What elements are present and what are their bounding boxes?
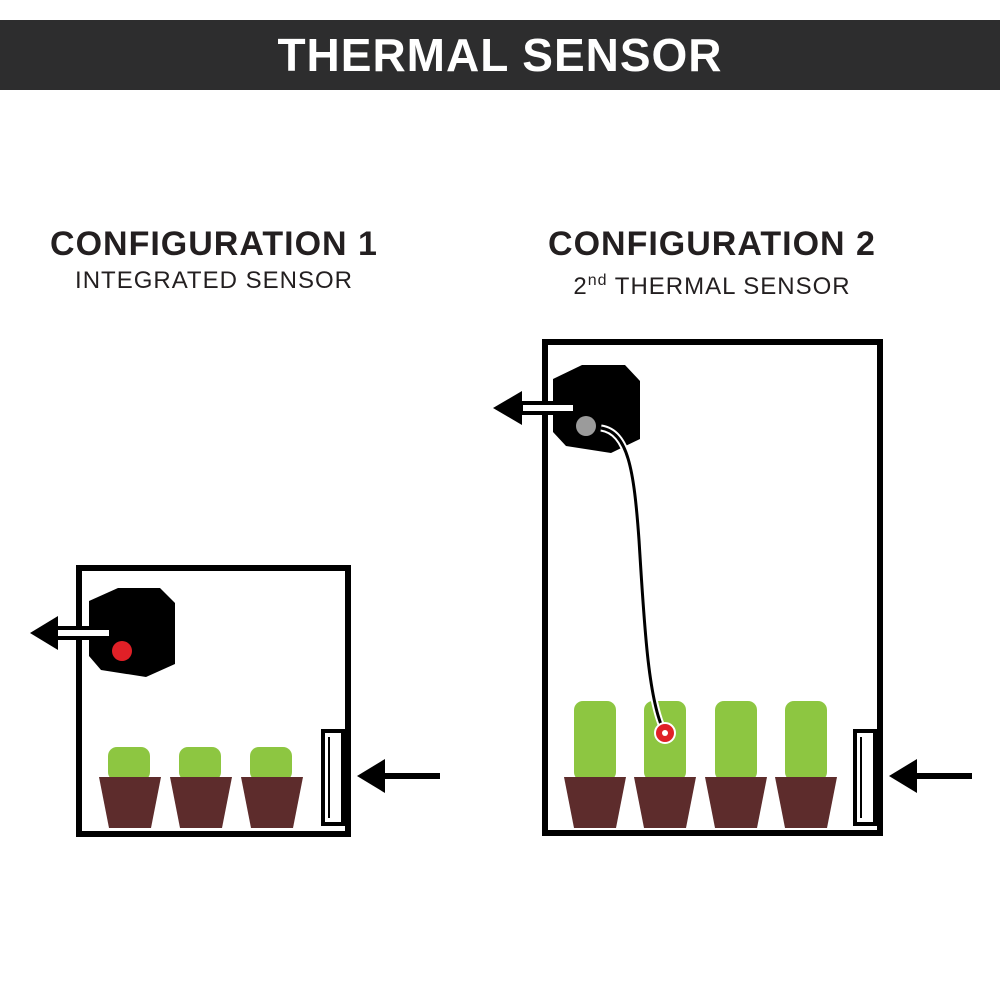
plant-pot-icon — [170, 747, 232, 828]
arrow-left-icon — [889, 759, 972, 793]
header-banner: THERMAL SENSOR — [0, 20, 1000, 90]
pot-icon — [705, 777, 767, 828]
config-1-heading: CONFIGURATION 1 INTEGRATED SENSOR — [4, 224, 424, 296]
config-2-title: CONFIGURATION 2 — [548, 225, 876, 263]
plant-pot-icon — [99, 747, 161, 828]
pot-icon — [564, 777, 626, 828]
config-2-subtitle-rest: THERMAL SENSOR — [607, 273, 851, 300]
fan-unit-icon — [89, 588, 175, 677]
vent-icon — [321, 729, 345, 826]
config-2-subtitle-sup: nd — [587, 272, 608, 289]
pot-icon — [634, 777, 696, 828]
pot-icon — [775, 777, 837, 828]
plant-icon — [785, 701, 827, 781]
vent-icon — [853, 729, 877, 826]
thermal-sensor-icon — [112, 641, 132, 661]
config-1-diagram — [30, 565, 440, 837]
grow-tent-1 — [76, 565, 351, 837]
plant-icon — [715, 701, 757, 781]
config-1-title: CONFIGURATION 1 — [50, 225, 378, 263]
plant-icon — [574, 701, 616, 781]
plant-pot-icon — [241, 747, 303, 828]
config-2-subtitle: 2nd THERMAL SENSOR — [502, 266, 922, 302]
fan-unit-icon — [553, 365, 640, 453]
config-1-subtitle: INTEGRATED SENSOR — [75, 267, 353, 294]
arrow-left-icon — [357, 759, 440, 793]
config-2-diagram — [493, 339, 972, 836]
config-2-heading: CONFIGURATION 2 2nd THERMAL SENSOR — [502, 224, 922, 302]
sensor-unit-icon — [576, 416, 596, 436]
grow-tent-2 — [542, 339, 883, 836]
page-title: THERMAL SENSOR — [277, 29, 723, 81]
config-2-subtitle-prefix: 2 — [573, 273, 588, 300]
